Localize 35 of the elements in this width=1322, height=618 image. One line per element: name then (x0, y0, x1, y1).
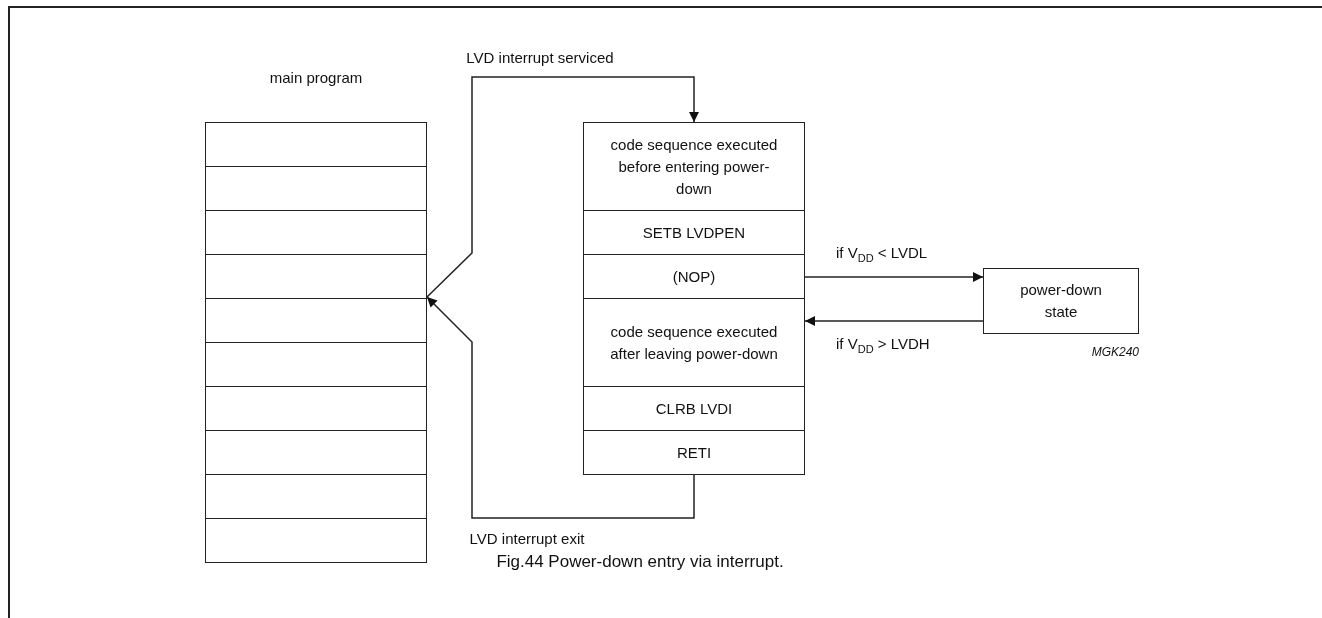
box-text: (NOP) (671, 266, 717, 287)
empty-row (205, 430, 427, 475)
arrow (804, 316, 984, 326)
code-block (583, 122, 805, 211)
edge-label: if V$_{DD}$ < LVDL (834, 244, 930, 262)
arrow (426, 296, 695, 519)
figure-code: MGK240 (1091, 345, 1139, 359)
box-text: power-down state (1019, 280, 1103, 322)
empty-row (205, 474, 427, 519)
empty-row (205, 122, 427, 167)
figure-caption: Fig.44 Power-down entry via interrupt. (496, 552, 784, 572)
empty-row (205, 518, 427, 563)
arrow (804, 272, 984, 282)
empty-row (205, 210, 427, 255)
box-text: code sequence executed before entering power-down (609, 134, 779, 199)
box-text: RETI (675, 442, 713, 463)
empty-row (205, 298, 427, 343)
arrow (426, 76, 699, 298)
box-text: CLRB LVDI (654, 398, 734, 419)
box-text: SETB LVDPEN (641, 222, 747, 243)
instruction-box (583, 254, 805, 299)
edge-label: LVD interrupt serviced (464, 49, 616, 67)
instruction-box (583, 386, 805, 431)
box-text: code sequence executed after leaving power-down (609, 321, 779, 364)
instruction-box (583, 210, 805, 255)
instruction-box (583, 430, 805, 475)
stack-heading: main program (268, 69, 364, 86)
edge-label: if V$_{DD}$ > LVDH (834, 335, 932, 353)
code-block (583, 298, 805, 387)
empty-row (205, 254, 427, 299)
empty-row (205, 342, 427, 387)
empty-row (205, 166, 427, 211)
edge-label: LVD interrupt exit (467, 530, 587, 548)
empty-row (205, 386, 427, 431)
state-box (983, 268, 1139, 334)
